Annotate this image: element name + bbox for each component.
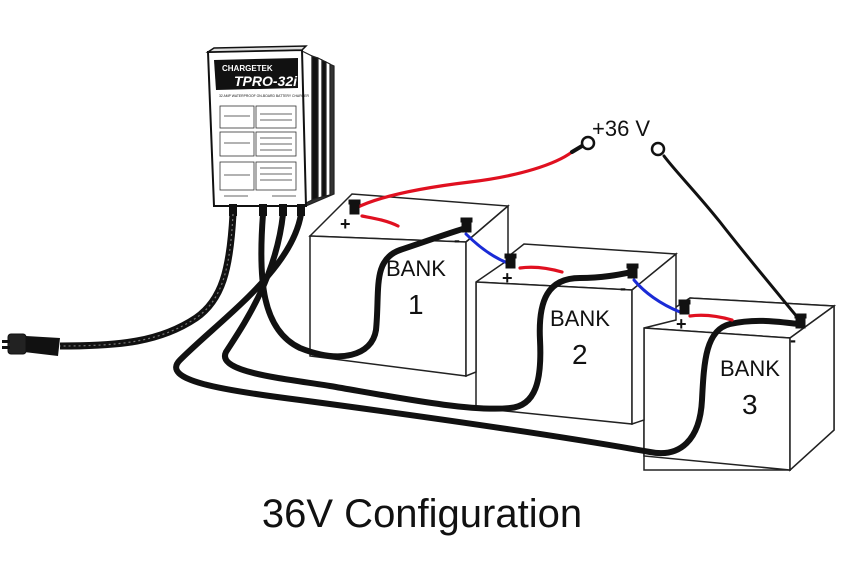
terminal-bank-2-positive [505,257,516,269]
bank-3-number: 3 [742,389,758,420]
bank-2-minus: - [620,278,626,298]
positive-output-wire [354,135,596,210]
charger-unit: CHARGETEK TPRO-32i 32 AMP WATERPROOF ON-… [205,45,335,216]
cable-bank-2 [222,211,635,412]
diagram-caption: 36V Configuration [261,492,583,536]
ac-power-cord [2,213,237,356]
terminal-bank-1-negative [461,221,472,233]
bank-3-minus: - [790,330,796,350]
battery-bank-2: BANK 2 [473,243,678,426]
bank-2-number: 2 [572,339,588,370]
ring-terminal-negative [650,141,666,157]
terminal-bank-1-positive [349,203,360,215]
negative-output-wire [650,141,800,320]
cable-bank-1 [258,211,469,360]
charger-output-cables [173,211,801,457]
positive-jumpers [360,214,734,322]
ac-plug [24,336,60,356]
terminal-bank-2-negative [627,267,638,279]
cable-bank-3 [173,211,801,457]
bank-3-word: BANK [720,356,780,381]
charger-cable-boots [229,204,305,216]
polarity-labels: + - + - + - [340,214,796,350]
bank-1-plus: + [340,214,351,234]
charger-subtitle: 32 AMP WATERPROOF ON-BOARD BATTERY CHARG… [219,94,310,98]
battery-bank-3: BANK 3 [641,297,837,472]
battery-terminals [348,199,807,329]
output-voltage-label: +36 V [592,116,650,141]
charger-panels [219,105,297,197]
jumper-2-to-3 [632,278,682,314]
ring-terminal-positive [580,135,596,151]
bank-3-plus: + [676,314,687,334]
bank-1-word: BANK [386,256,446,281]
terminal-bank-3-positive [679,303,690,315]
charger-model: TPRO-32i [234,73,298,89]
bank-2-plus: + [502,268,513,288]
bank-1-minus: - [454,230,460,250]
terminal-bank-3-negative [795,317,806,329]
charger-brand: CHARGETEK [222,64,273,73]
bank-1-number: 1 [408,289,424,320]
bank-2-word: BANK [550,306,610,331]
